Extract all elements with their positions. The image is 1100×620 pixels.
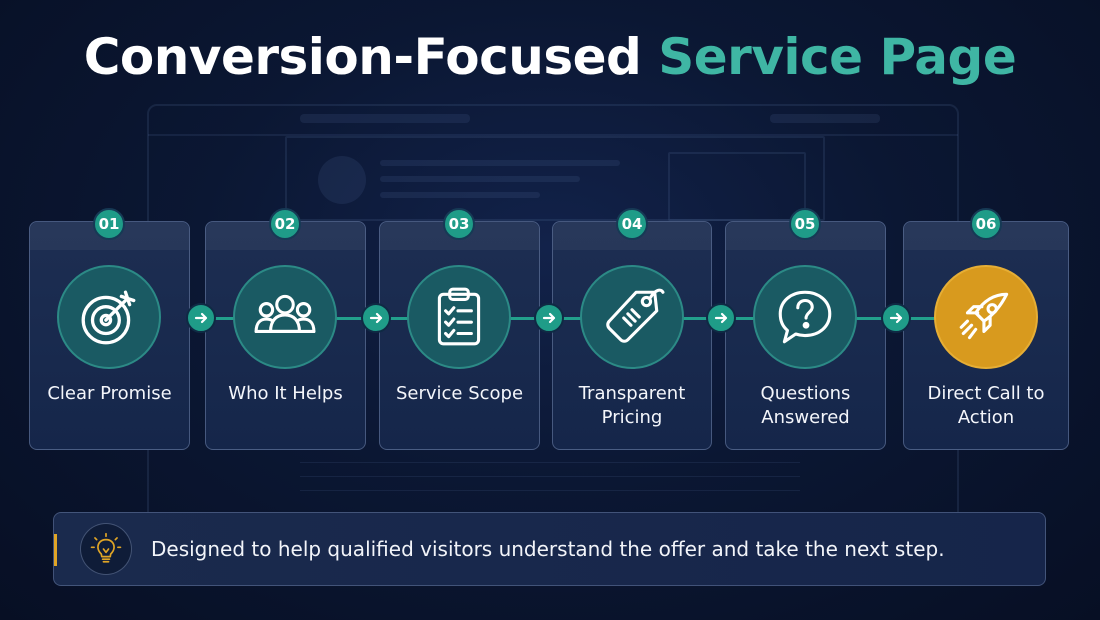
arrow-right-icon [361,303,391,333]
step-label: Direct Call to Action [927,383,1045,428]
step-icon-circle [753,265,857,369]
step-label: Transparent Pricing [578,383,686,428]
step-label: Questions Answered [760,383,851,428]
clipboard-checklist-icon [437,287,481,346]
summary-banner: Designed to help qualified visitors unde… [53,512,1046,586]
banner-accent-bar [54,534,57,566]
arrow-right-icon [706,303,736,333]
rocket-icon [959,292,1009,340]
step-icon-circle [233,265,337,369]
step-icon-circle [580,265,684,369]
price-tag-icon [606,288,665,343]
step-number-badge: 02 [269,208,301,240]
step-number-badge: 03 [443,208,475,240]
step-icon-circle [57,265,161,369]
step-card-who-it-helps [205,221,366,450]
title-part-white: Conversion-Focused [83,28,642,86]
question-bubble-icon [778,290,832,344]
step-number-badge: 01 [93,208,125,240]
target-icon [81,290,136,345]
step-icon-circle [407,265,511,369]
lightbulb-icon [80,523,132,575]
page-title: Conversion-Focused Service Page [0,28,1100,86]
arrow-right-icon [186,303,216,333]
people-group-icon [254,294,316,333]
step-number-badge: 06 [970,208,1002,240]
title-part-teal: Service Page [658,28,1017,86]
step-number-badge: 04 [616,208,648,240]
arrow-right-icon [881,303,911,333]
step-label: Who It Helps [228,383,343,404]
banner-text: Designed to help qualified visitors unde… [151,537,945,561]
step-icon-circle [934,265,1038,369]
step-label: Service Scope [395,383,524,404]
step-label: Clear Promise [47,383,172,404]
arrow-right-icon [534,303,564,333]
step-number-badge: 05 [789,208,821,240]
